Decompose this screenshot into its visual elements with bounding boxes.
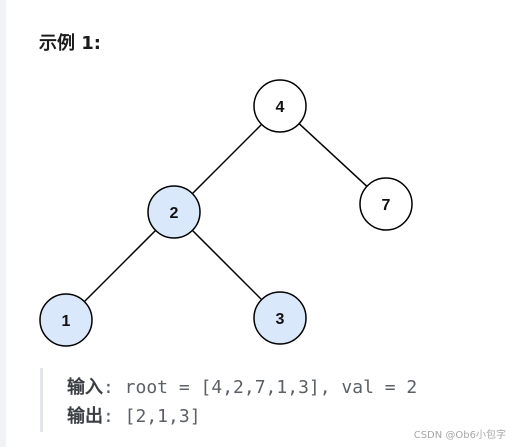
tree-node: 7: [359, 177, 413, 231]
tree-node-circle: [147, 185, 201, 239]
tree-nodes: 4 2 7 1 3: [39, 79, 413, 347]
output-label: 输出: [67, 406, 103, 427]
tree-node-circle: [359, 177, 413, 231]
tree-node: 3: [253, 291, 307, 345]
left-border: [0, 0, 6, 447]
input-label: 输入: [67, 377, 103, 398]
tree-node-circle: [253, 291, 307, 345]
tree-node: 2: [147, 185, 201, 239]
watermark: CSDN @Ob6小包字: [413, 430, 506, 441]
input-value: : root = [4,2,7,1,3], val = 2: [103, 377, 418, 398]
tree-node-circle: [253, 79, 307, 133]
example-io-block: 输入: root = [4,2,7,1,3], val = 2 输出: [2,1…: [40, 368, 503, 432]
tree-node-label: 3: [276, 311, 285, 328]
tree-node-label: 7: [382, 197, 391, 214]
output-value: : [2,1,3]: [103, 406, 201, 427]
input-line: 输入: root = [4,2,7,1,3], val = 2: [67, 373, 417, 399]
tree-edges: [65, 105, 387, 321]
tree-node-label: 2: [170, 205, 179, 222]
tree-node: 4: [253, 79, 307, 133]
tree-node-label: 1: [62, 313, 71, 330]
example-heading: 示例 1:: [39, 33, 101, 54]
output-line: 输出: [2,1,3]: [67, 402, 201, 428]
tree-node: 1: [39, 293, 93, 347]
bst-diagram: 4 2 7 1 3: [39, 79, 413, 347]
tree-node-circle: [39, 293, 93, 347]
tree-node-label: 4: [276, 99, 285, 116]
